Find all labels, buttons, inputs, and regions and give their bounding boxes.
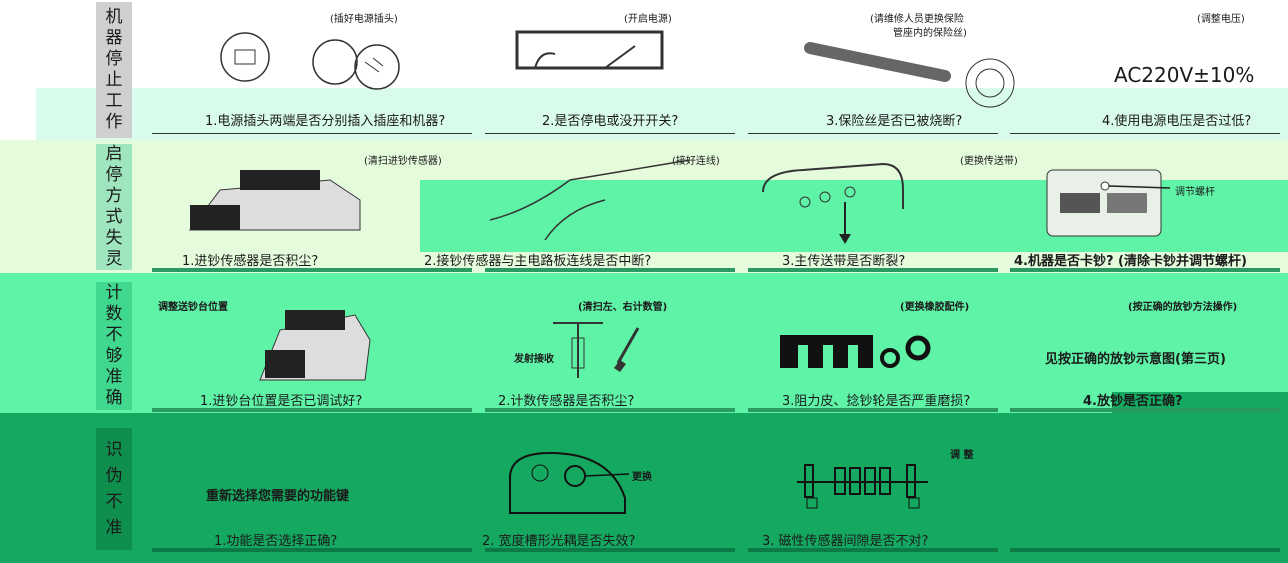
cat-char: 式 — [105, 207, 123, 227]
section-4-category: 识 伪 不 准 — [96, 428, 132, 550]
question: 4.机器是否卡钞? (清除卡钞并调节螺杆) — [1014, 254, 1247, 269]
optocoupler-icon — [509, 451, 630, 514]
question: 2. 宽度槽形光耦是否失效? — [482, 534, 636, 549]
caption: 调整送钞台位置 — [158, 302, 228, 313]
section-1-category: 机 器 停 止 工 作 — [96, 2, 132, 138]
section-3-band — [0, 273, 1288, 413]
caption: (按正确的放钞方法操作) — [1128, 302, 1238, 313]
section-3-dark-patch — [1112, 392, 1288, 413]
question: 2.接钞传感器与主电路板连线是否中断? — [424, 254, 652, 269]
cat-char: 不 — [105, 492, 123, 512]
cat-char: 机 — [105, 7, 123, 27]
question: 4.放钞是否正确? — [1083, 394, 1183, 409]
caption: (调整电压) — [1197, 14, 1245, 25]
belt-icon — [762, 162, 904, 244]
question: 1.进钞台位置是否已调试好? — [200, 394, 363, 409]
question: 3.主传送带是否断裂? — [782, 254, 906, 269]
divider — [152, 133, 472, 134]
cat-char: 准 — [105, 518, 123, 538]
power-switch-icon — [515, 30, 664, 70]
cat-char: 失 — [105, 228, 123, 248]
caption: (清扫进钞传感器) — [364, 156, 442, 167]
rubber-parts-icon — [780, 335, 931, 368]
cat-char: 计 — [105, 283, 123, 303]
divider — [152, 408, 472, 412]
cat-char: 工 — [105, 91, 123, 111]
question: 3.阻力皮、捻钞轮是否严重磨损? — [782, 394, 971, 409]
machine-rear-icon — [1046, 169, 1171, 237]
caption: (请维修人员更换保险 — [870, 14, 964, 25]
fuse-icon — [804, 42, 1015, 108]
caption: (插好电源插头) — [330, 14, 398, 25]
divider — [748, 268, 998, 272]
divider — [748, 548, 998, 552]
cat-char: 止 — [105, 70, 123, 90]
feeder-icon — [259, 310, 371, 381]
count-sensor-icon — [553, 322, 640, 378]
question: 1.电源插头两端是否分别插入插座和机器? — [205, 114, 446, 129]
cat-char: 确 — [105, 388, 123, 408]
cat-char: 识 — [105, 440, 123, 460]
cat-char: 停 — [105, 165, 123, 185]
cat-char: 方 — [105, 186, 123, 206]
cat-char: 够 — [105, 346, 123, 366]
question: 4.使用电源电压是否过低? — [1102, 114, 1252, 129]
divider — [485, 548, 735, 552]
question: 2.计数传感器是否积尘? — [498, 394, 635, 409]
section-2-category: 启 停 方 式 失 灵 — [96, 144, 132, 270]
power-plug-icon — [220, 32, 400, 90]
divider — [1010, 133, 1280, 134]
adjust-label: 调 整 — [950, 450, 974, 461]
caption-2: 管座内的保险丝) — [893, 28, 967, 39]
divider — [152, 268, 472, 272]
caption: (接好连线) — [672, 156, 720, 167]
question: 1.进钞传感器是否积尘? — [182, 254, 319, 269]
cat-char: 作 — [105, 112, 123, 132]
question: 1.功能是否选择正确? — [214, 534, 338, 549]
cat-char: 启 — [105, 144, 123, 164]
section-3-category: 计 数 不 够 准 确 — [96, 282, 132, 410]
cat-char: 伪 — [105, 466, 123, 486]
question: 2.是否停电或没开开关? — [542, 114, 679, 129]
divider — [485, 133, 735, 134]
placement-hint: 见按正确的放钞示意图(第三页) — [1045, 352, 1226, 367]
divider — [485, 408, 735, 412]
caption: (清扫左、右计数管) — [578, 302, 668, 313]
divider — [1010, 268, 1280, 272]
question: 3.保险丝是否已被烧断? — [826, 114, 963, 129]
caption: 调节螺杆 — [1175, 187, 1215, 198]
divider — [152, 548, 472, 552]
sensor-label: 发射接收 — [514, 354, 554, 365]
section-1-band-lower — [36, 88, 1288, 140]
cable-hand-icon — [489, 159, 691, 241]
cat-char: 灵 — [105, 249, 123, 269]
question: 3. 磁性传感器间隙是否不对? — [762, 534, 929, 549]
function-hint: 重新选择您需要的功能键 — [206, 489, 350, 504]
caption: (更换传送带) — [960, 156, 1018, 167]
replace-label: 更换 — [632, 472, 652, 483]
magnetic-sensor-icon — [797, 464, 928, 509]
divider — [748, 408, 998, 412]
cat-char: 准 — [105, 367, 123, 387]
cat-char: 不 — [105, 325, 123, 345]
cat-char: 器 — [105, 28, 123, 48]
divider — [748, 133, 998, 134]
divider — [1010, 408, 1280, 412]
divider — [485, 268, 735, 272]
counter-machine-icon — [189, 170, 361, 231]
voltage-label: AC220V±10% — [1114, 63, 1255, 87]
cat-char: 停 — [105, 49, 123, 69]
caption: (更换橡胶配件) — [900, 302, 970, 313]
divider — [1010, 548, 1280, 552]
caption: (开启电源) — [624, 14, 672, 25]
cat-char: 数 — [105, 304, 123, 324]
section-4-band — [0, 413, 1288, 563]
